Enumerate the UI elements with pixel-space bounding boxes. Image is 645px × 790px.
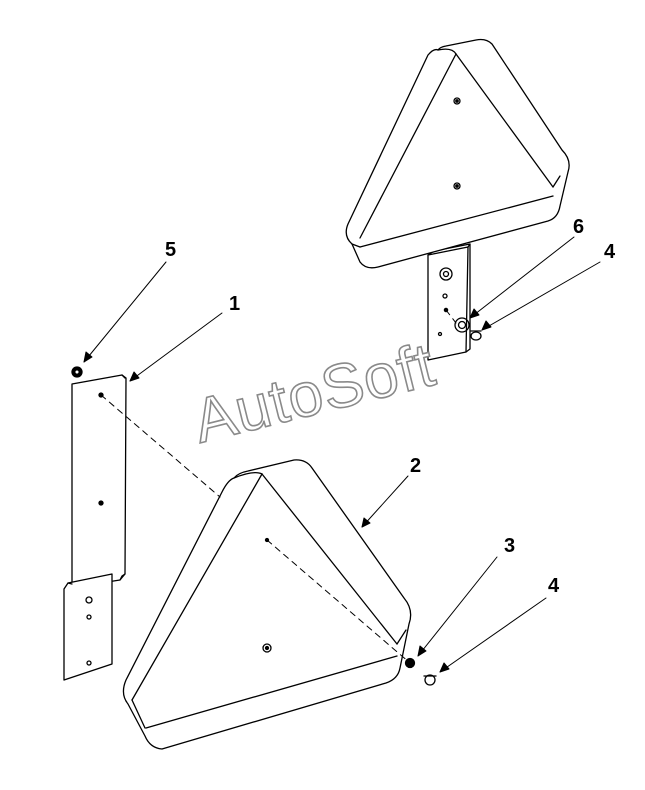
leader-lines [83,236,601,673]
lower-triangle-reflector-part-2 [122,459,412,750]
callout-2: 2 [410,455,421,477]
callout-4-lower: 4 [548,575,560,597]
callout-3: 3 [504,535,515,557]
bolt-part-5 [71,366,83,378]
upper-washer [454,317,470,333]
nut-part-4-lower [423,674,437,686]
callout-1: 1 [229,293,240,315]
callout-4-upper: 4 [604,241,616,263]
callout-5: 5 [165,239,176,261]
upper-nut [470,330,482,341]
loose-bracket-part-1 [63,374,127,681]
upper-reflector-assembly [345,38,570,361]
upper-mounting-bracket [427,243,471,361]
callout-6: 6 [573,216,584,238]
assembly-axis-lines [100,309,457,664]
upper-triangle-reflector [345,38,570,269]
watermark-text: AutoSoft [187,330,442,456]
